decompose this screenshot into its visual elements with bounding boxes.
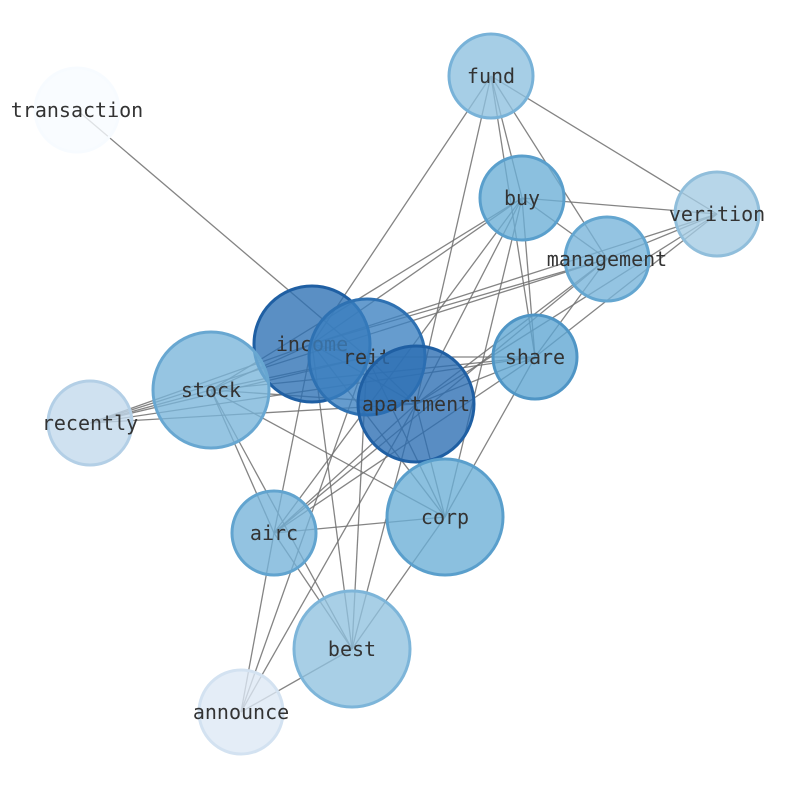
- node-label-corp: corp: [421, 505, 469, 529]
- node-circle-fund: [447, 32, 535, 120]
- node-circle-buy: [478, 154, 566, 242]
- node-circle-announce: [197, 668, 285, 756]
- node-label-stock: stock: [181, 378, 241, 402]
- node-circle-transaction: [33, 66, 121, 154]
- node-circle-management: [563, 215, 651, 303]
- node-buy: buy: [478, 154, 566, 242]
- node-circle-recently: [46, 379, 134, 467]
- node-label-share: share: [505, 345, 565, 369]
- node-share: share: [491, 313, 579, 401]
- node-circle-apartment: [356, 344, 476, 464]
- node-circle-best: [292, 589, 412, 709]
- node-label-airc: airc: [250, 521, 298, 545]
- node-stock: stock: [151, 330, 271, 450]
- node-layer: transactionfundbuyveritionmanagementinco…: [11, 32, 765, 756]
- node-circle-verition: [673, 170, 761, 258]
- node-announce: announce: [193, 668, 289, 756]
- node-label-verition: verition: [669, 202, 765, 226]
- node-label-recently: recently: [42, 411, 138, 435]
- node-circle-airc: [230, 489, 318, 577]
- node-corp: corp: [385, 457, 505, 577]
- node-recently: recently: [42, 379, 138, 467]
- node-label-transaction: transaction: [11, 98, 143, 122]
- node-airc: airc: [230, 489, 318, 577]
- node-management: management: [547, 215, 667, 303]
- node-apartment: apartment: [356, 344, 476, 464]
- node-verition: verition: [669, 170, 765, 258]
- node-label-buy: buy: [504, 186, 540, 210]
- node-label-fund: fund: [467, 64, 515, 88]
- node-label-announce: announce: [193, 700, 289, 724]
- node-transaction: transaction: [11, 66, 143, 154]
- node-label-best: best: [328, 637, 376, 661]
- edge-fund-verition: [490, 75, 718, 215]
- node-circle-stock: [151, 330, 271, 450]
- node-label-management: management: [547, 247, 667, 271]
- node-circle-share: [491, 313, 579, 401]
- node-fund: fund: [447, 32, 535, 120]
- node-circle-corp: [385, 457, 505, 577]
- node-label-apartment: apartment: [362, 392, 470, 416]
- node-best: best: [292, 589, 412, 709]
